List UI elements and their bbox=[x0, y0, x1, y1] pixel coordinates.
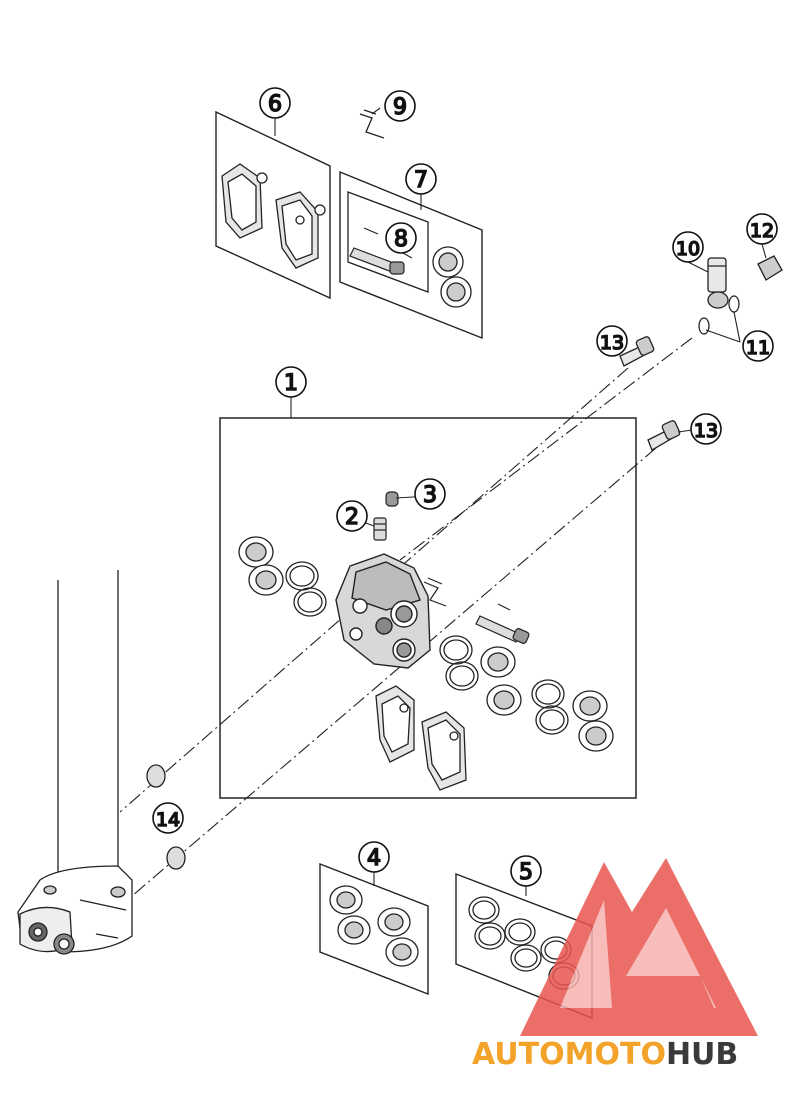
callout-13-lower: 13 bbox=[690, 413, 722, 445]
bleeder-screw bbox=[373, 491, 399, 541]
callout-9: 9 bbox=[384, 90, 416, 122]
callout-label-10: 10 bbox=[676, 238, 700, 260]
banjo-bolt bbox=[707, 257, 729, 309]
callout-14: 14 bbox=[152, 802, 184, 834]
fork-leg bbox=[17, 570, 133, 955]
piston-seals-kit7 bbox=[432, 246, 472, 308]
callout-box-4 bbox=[319, 862, 429, 996]
retaining-clip-9 bbox=[359, 109, 385, 139]
callout-label-7: 7 bbox=[414, 168, 428, 193]
watermark-logo bbox=[520, 858, 758, 1036]
callout-box-6 bbox=[215, 110, 331, 300]
pad-pin bbox=[475, 603, 530, 644]
bleeder-cap-12 bbox=[757, 255, 783, 281]
callout-8: 8 bbox=[385, 222, 417, 254]
callout-7: 7 bbox=[405, 163, 437, 195]
callout-label-12: 12 bbox=[750, 220, 774, 242]
callout-5: 5 bbox=[510, 855, 542, 887]
watermark-text-part1: AUTOMOTO bbox=[472, 1037, 666, 1072]
callout-label-9: 9 bbox=[393, 95, 407, 120]
watermark-text-part2: HUB bbox=[666, 1037, 738, 1072]
callout-label-8: 8 bbox=[394, 227, 408, 252]
callout-13-upper: 13 bbox=[596, 325, 628, 357]
callout-label-5: 5 bbox=[519, 860, 533, 885]
callout-label-1: 1 bbox=[284, 371, 298, 396]
callout-11: 11 bbox=[742, 330, 774, 362]
callout-6: 6 bbox=[259, 87, 291, 119]
caliper-bolt-lower bbox=[647, 420, 681, 451]
watermark-text: AUTOMOTOHUB bbox=[472, 1037, 738, 1072]
callout-box-1 bbox=[219, 417, 637, 799]
callout-label-11: 11 bbox=[746, 337, 770, 359]
callout-12: 12 bbox=[746, 213, 778, 245]
callout-10: 10 bbox=[672, 231, 704, 263]
brake-pads-box1 bbox=[375, 685, 467, 791]
pin-kit bbox=[349, 227, 405, 275]
callout-box-7 bbox=[339, 170, 483, 340]
pad-spring-clip bbox=[423, 577, 447, 607]
callout-1: 1 bbox=[275, 366, 307, 398]
caliper-body bbox=[335, 553, 431, 669]
callout-3: 3 bbox=[414, 478, 446, 510]
pistons-right bbox=[439, 635, 614, 752]
callout-label-13-upper: 13 bbox=[600, 332, 624, 354]
callout-4: 4 bbox=[358, 841, 390, 873]
pistons-left bbox=[238, 536, 327, 617]
callout-label-4: 4 bbox=[367, 846, 381, 871]
callout-box-8 bbox=[347, 191, 429, 293]
callout-label-3: 3 bbox=[423, 483, 437, 508]
callout-label-2: 2 bbox=[345, 505, 359, 530]
pistons-kit bbox=[329, 885, 419, 967]
callout-label-13-lower: 13 bbox=[694, 420, 718, 442]
spacers bbox=[146, 764, 186, 870]
callout-2: 2 bbox=[336, 500, 368, 532]
callout-label-14: 14 bbox=[156, 809, 180, 831]
caliper-bolt-upper bbox=[619, 336, 655, 367]
brake-pads-kit bbox=[221, 163, 326, 269]
callout-label-6: 6 bbox=[268, 92, 282, 117]
